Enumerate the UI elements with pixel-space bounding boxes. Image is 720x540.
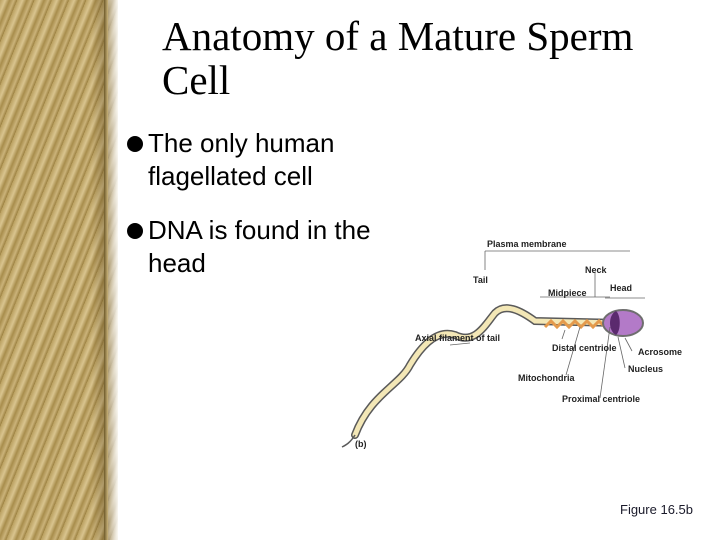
tail-end-strand	[341, 434, 356, 448]
bullet-dot-icon	[127, 223, 143, 239]
tail-inner	[352, 305, 623, 438]
label-tail: Tail	[473, 275, 488, 285]
figure-caption: Figure 16.5b	[620, 502, 693, 517]
label-panel: (b)	[355, 439, 367, 449]
nucleus-shape	[610, 311, 620, 335]
sperm-cell-diagram: Plasma membrane Neck Tail Head Midpiece …	[341, 239, 682, 449]
label-head: Head	[610, 283, 632, 293]
label-plasma-membrane: Plasma membrane	[487, 239, 567, 249]
label-axial-filament: Axial filament of tail	[415, 333, 500, 343]
bullet-text: The only human flagellated cell	[148, 128, 335, 191]
label-neck: Neck	[585, 265, 608, 275]
mitochondria-coil	[543, 318, 613, 330]
label-nucleus: Nucleus	[628, 364, 663, 374]
bullet-text: DNA is found in the head	[148, 215, 371, 278]
bullet-dot-icon	[127, 136, 143, 152]
bullet-item: The only human flagellated cell	[127, 127, 428, 193]
decorative-left-band	[0, 0, 118, 540]
label-mitochondria: Mitochondria	[518, 373, 575, 383]
label-distal-centriole: Distal centriole	[552, 343, 617, 353]
label-proximal-centriole: Proximal centriole	[562, 394, 640, 404]
label-acrosome: Acrosome	[638, 347, 682, 357]
decorative-band-edge	[104, 0, 108, 540]
leader-lines	[449, 250, 645, 399]
slide-title: Anatomy of a Mature Sperm Cell	[162, 13, 634, 103]
label-midpiece: Midpiece	[548, 288, 587, 298]
bullet-item: DNA is found in the head	[127, 214, 428, 280]
